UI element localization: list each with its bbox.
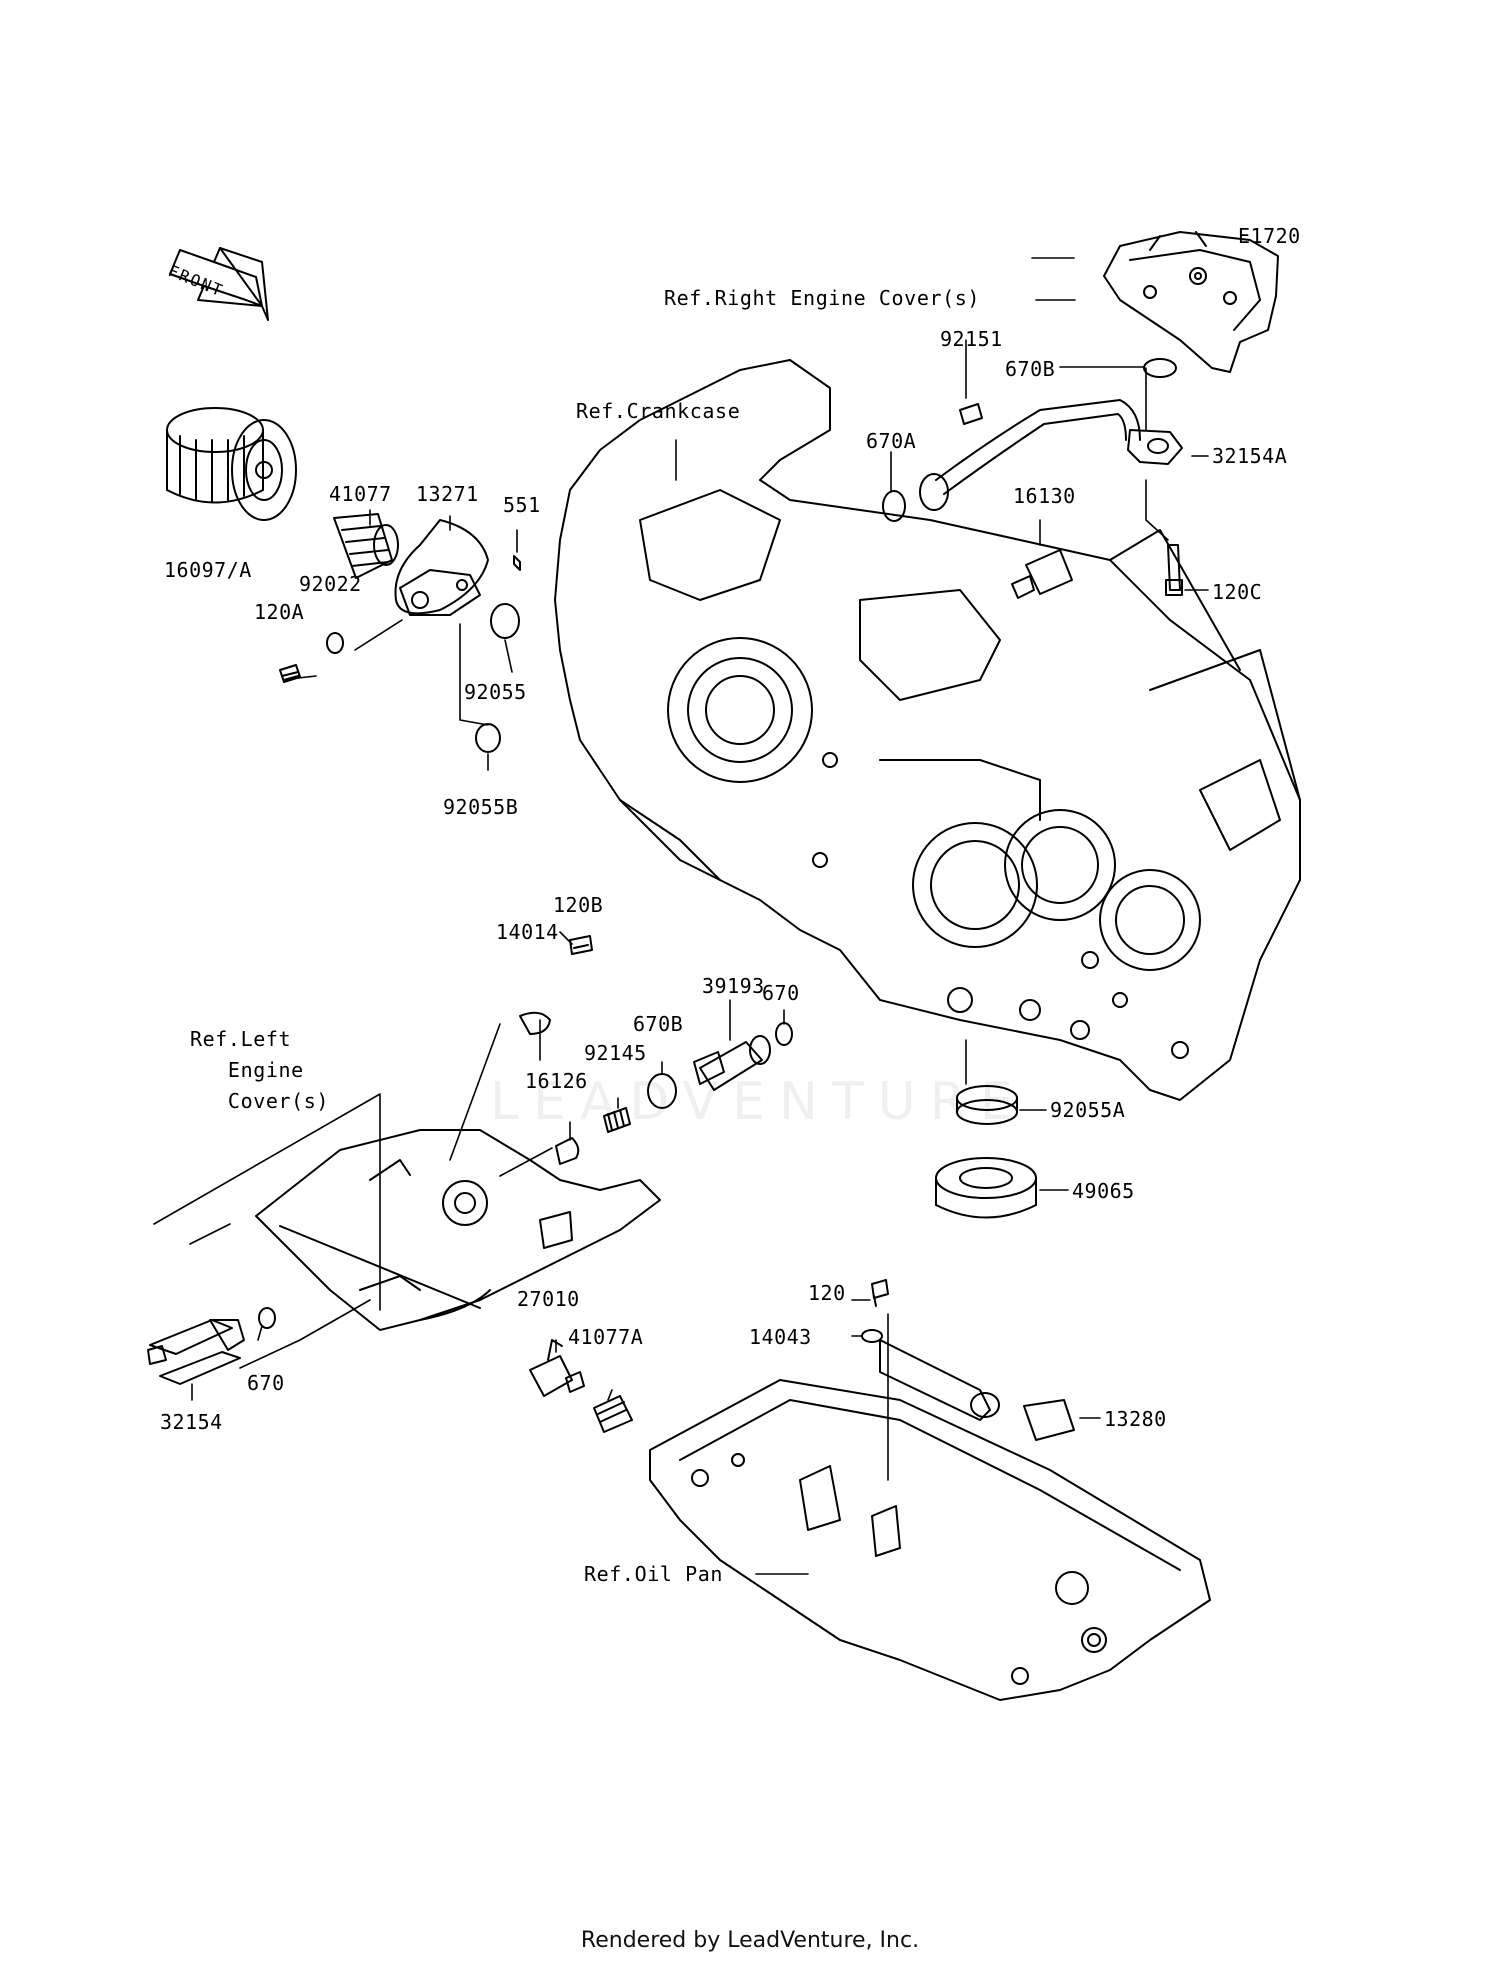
washer-92022	[326, 632, 344, 654]
ref-right-engine-cover: Ref.Right Engine Cover(s)	[664, 286, 981, 310]
part-label: 92145	[584, 1041, 647, 1065]
part-label: 670B	[1005, 357, 1056, 381]
oil-pipe-32154a	[919, 399, 1183, 511]
part-label: 92055A	[1050, 1098, 1126, 1122]
pipe-32154	[147, 1319, 245, 1385]
o-ring-670-mid	[775, 1022, 793, 1046]
watermark: LEADVENTURE	[490, 1072, 1027, 1132]
o-ring-92055	[490, 603, 520, 639]
part-label: 49065	[1072, 1179, 1135, 1203]
fitting-39193	[693, 1035, 771, 1091]
pipe-under-14043	[879, 1339, 1000, 1421]
part-label: 13280	[1104, 1407, 1167, 1431]
part-label: 13271	[416, 482, 479, 506]
fitting-16130	[1011, 549, 1073, 599]
bolt-120a	[279, 664, 301, 683]
part-label: 32154	[160, 1410, 223, 1434]
part-label: 120	[808, 1281, 846, 1305]
part-label: 41077A	[568, 1325, 644, 1349]
part-label: 92055B	[443, 795, 519, 819]
part-label: 92055	[464, 680, 527, 704]
part-label: 16097/A	[164, 558, 252, 582]
part-label: 551	[503, 493, 541, 517]
part-label: 120C	[1212, 580, 1263, 604]
part-label: 32154A	[1212, 444, 1288, 468]
part-label: 670	[762, 981, 800, 1005]
leader-lines	[153, 257, 1209, 1575]
part-label: 41077	[329, 482, 392, 506]
o-ring-670-left	[258, 1307, 276, 1329]
fitting-41077a	[593, 1395, 633, 1433]
footer-credit: Rendered by LeadVenture, Inc.	[580, 1928, 920, 1953]
cap-13280	[1023, 1399, 1075, 1441]
ref-crankcase: Ref.Crankcase	[576, 399, 741, 423]
part-label: 670B	[633, 1012, 684, 1036]
strainer-49065	[935, 1157, 1037, 1219]
diagram-code: E1720	[1238, 224, 1301, 248]
o-ring-670b-top	[1143, 358, 1177, 378]
housing-13271	[394, 519, 489, 616]
switch-27010	[529, 1339, 585, 1397]
part-label: 16126	[525, 1069, 588, 1093]
dowel-551	[513, 555, 521, 571]
left-engine-cover-fragment	[255, 1129, 661, 1331]
seal-92055a	[956, 1085, 1018, 1125]
part-label: 670A	[866, 429, 917, 453]
part-label: 92022	[299, 572, 362, 596]
right-engine-cover-fragment	[1103, 231, 1279, 373]
bolt-120	[871, 1279, 889, 1307]
part-label: 16130	[1013, 484, 1076, 508]
bolt-120b	[569, 935, 593, 955]
fitting-41077	[333, 513, 399, 579]
valve-16126	[555, 1137, 580, 1165]
part-label: 92151	[940, 327, 1003, 351]
oil-filter	[166, 407, 297, 521]
part-label: 14043	[749, 1325, 812, 1349]
oil-pan-outline	[649, 1379, 1211, 1701]
o-ring-92055b	[475, 723, 501, 753]
plate-14014	[519, 1011, 551, 1035]
part-label: 39193	[702, 974, 765, 998]
part-label: 120B	[553, 893, 604, 917]
bolt-120c	[1165, 544, 1183, 596]
ref-oil-pan: Ref.Oil Pan	[584, 1562, 724, 1586]
part-label: 14014	[496, 920, 559, 944]
ref-left-engine-cover: Ref.Left Engine Cover(s)	[190, 1027, 330, 1113]
o-ring-670a	[882, 490, 906, 522]
front-arrow-icon	[169, 247, 269, 321]
part-label: 670	[247, 1371, 285, 1395]
spring-92145	[603, 1107, 631, 1133]
crankcase-outline	[554, 359, 1301, 1101]
part-label: 120A	[254, 600, 305, 624]
part-label: 27010	[517, 1287, 580, 1311]
